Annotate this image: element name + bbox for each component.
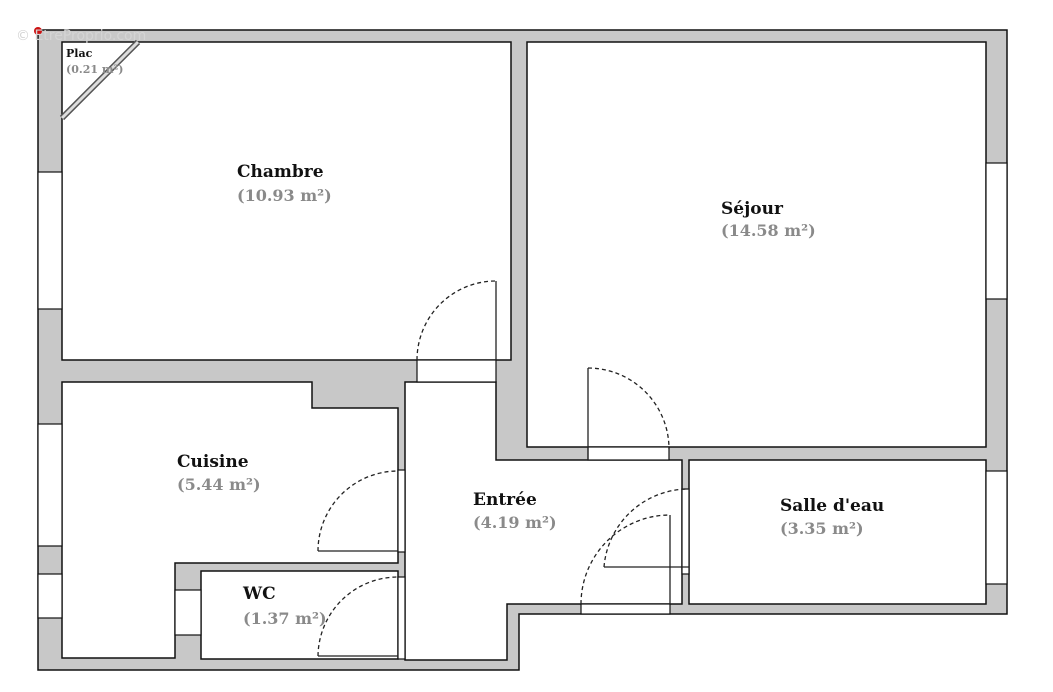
label-wc-name: WC — [242, 584, 276, 604]
label-salle-eau-name: Salle d'eau — [780, 496, 884, 516]
door-openings — [397, 359, 690, 660]
label-placard-name: Plac — [66, 47, 93, 60]
label-sejour-area: (14.58 m²) — [721, 221, 816, 240]
label-salle-eau-area: (3.35 m²) — [780, 519, 864, 538]
label-chambre-area: (10.93 m²) — [237, 186, 332, 205]
door-sejour — [587, 367, 670, 460]
label-cuisine-area: (5.44 m²) — [177, 475, 261, 494]
room-chambre — [61, 41, 512, 361]
room-salle-eau — [688, 459, 987, 605]
label-chambre-name: Chambre — [237, 162, 324, 182]
label-sejour-name: Séjour — [721, 199, 784, 219]
label-cuisine-name: Cuisine — [177, 452, 249, 472]
label-placard-area: (0.21 m²) — [66, 63, 124, 76]
label-entree-area: (4.19 m²) — [473, 513, 557, 532]
door-cuisine — [317, 470, 399, 552]
door-chambre — [416, 280, 497, 361]
windows — [37, 162, 1008, 636]
door-entree — [580, 514, 671, 605]
placard-door — [34, 27, 141, 121]
label-entree-name: Entrée — [473, 490, 537, 510]
door-wc — [317, 576, 399, 657]
room-entree — [404, 381, 683, 661]
door-salle-eau — [603, 488, 690, 568]
label-wc-area: (1.37 m²) — [243, 609, 327, 628]
room-sejour — [526, 41, 987, 448]
watermark: © EtreProprio.com — [16, 28, 146, 44]
room-cuisine — [61, 381, 399, 659]
room-wc — [200, 570, 399, 660]
